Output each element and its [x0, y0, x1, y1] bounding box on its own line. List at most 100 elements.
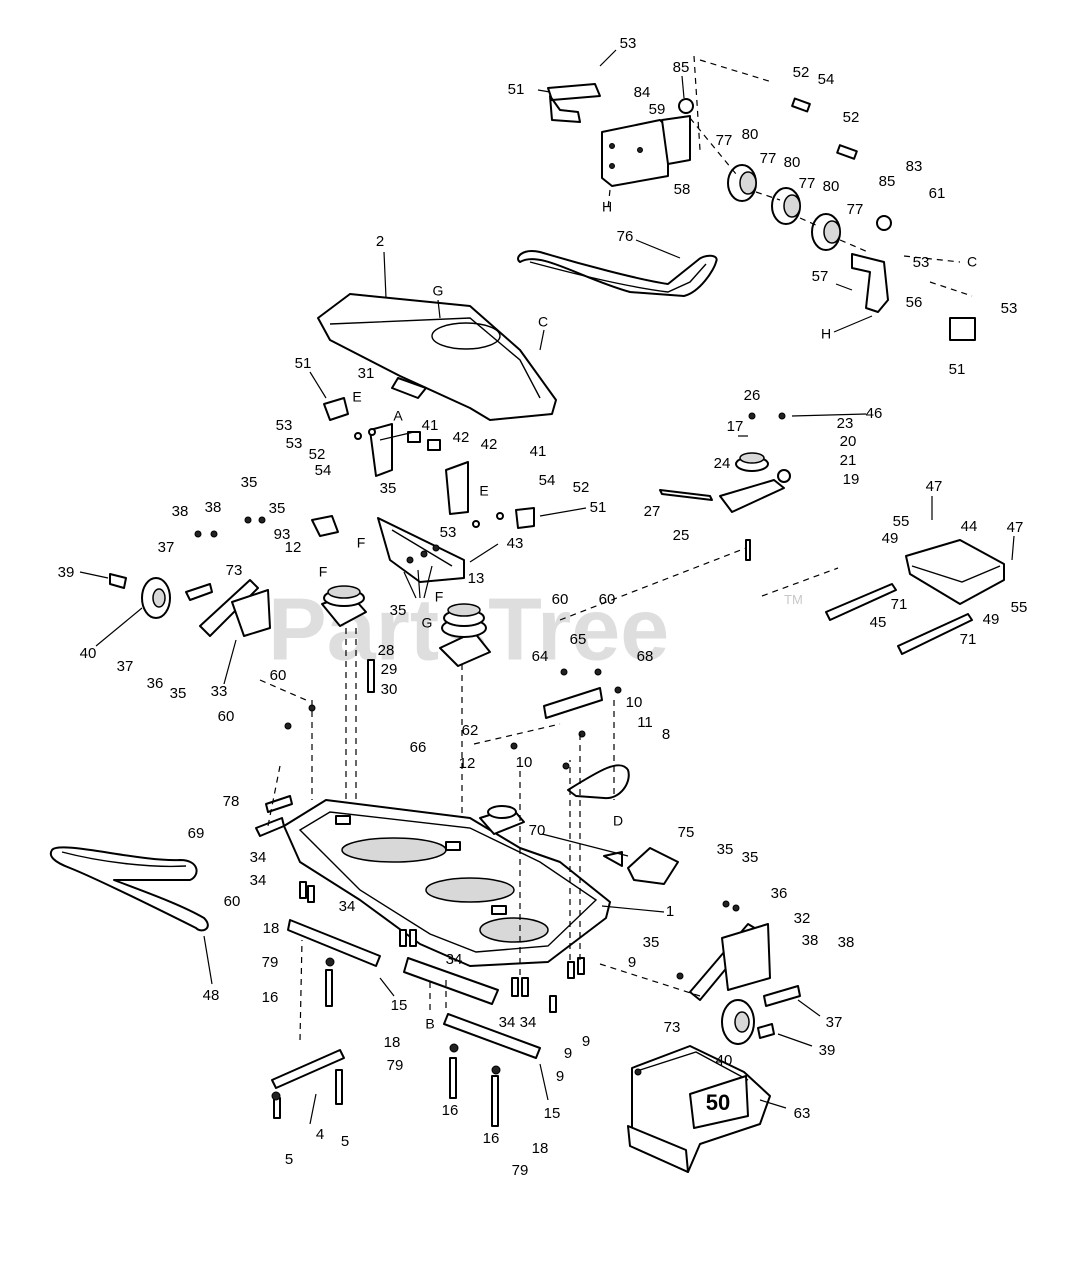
- part-label-71: 71: [891, 596, 908, 613]
- part-label-31: 31: [358, 365, 375, 382]
- part-label-40: 40: [80, 645, 97, 662]
- baffles: [541, 687, 679, 885]
- part-label-73: 73: [226, 562, 243, 579]
- alignment-lines: [259, 567, 839, 827]
- v-belt-76: [517, 239, 718, 297]
- discharge-chute-63: [627, 1045, 787, 1173]
- part-label-43: 43: [507, 535, 524, 552]
- callout-letter-F: F: [319, 564, 328, 580]
- pulley-bracket-assembly: [537, 49, 976, 341]
- left-wheel-assembly: [79, 516, 271, 685]
- part-label-16: 16: [262, 989, 279, 1006]
- part-label-34: 34: [499, 1014, 516, 1031]
- part-label-18: 18: [532, 1140, 549, 1157]
- part-label-9: 9: [564, 1045, 572, 1062]
- part-label-49: 49: [882, 530, 899, 547]
- part-label-53: 53: [620, 35, 637, 52]
- part-label-2: 2: [376, 233, 384, 250]
- part-label-52: 52: [793, 64, 810, 81]
- part-label-12: 12: [285, 539, 302, 556]
- deck-size-badge: 50: [706, 1090, 730, 1115]
- part-label-85: 85: [879, 173, 896, 190]
- part-label-11: 11: [637, 714, 653, 731]
- part-label-35: 35: [380, 480, 397, 497]
- part-label-34: 34: [250, 872, 267, 889]
- part-label-23: 23: [837, 415, 854, 432]
- part-label-75: 75: [678, 824, 695, 841]
- part-label-80: 80: [784, 154, 801, 171]
- part-label-60: 60: [552, 591, 569, 608]
- part-label-77: 77: [847, 201, 864, 218]
- part-label-70: 70: [529, 822, 546, 839]
- part-label-53: 53: [440, 524, 457, 541]
- part-label-1: 1: [666, 903, 674, 920]
- part-label-53: 53: [286, 435, 303, 452]
- part-label-64: 64: [532, 648, 549, 665]
- part-label-77: 77: [799, 175, 816, 192]
- part-label-58: 58: [674, 181, 691, 198]
- callout-letter-G: G: [433, 283, 444, 299]
- part-label-52: 52: [573, 479, 590, 496]
- part-label-35: 35: [390, 602, 407, 619]
- part-label-48: 48: [203, 987, 220, 1004]
- part-label-4: 4: [316, 1126, 324, 1143]
- spindle-pulley-13: [311, 603, 491, 840]
- part-label-78: 78: [223, 793, 240, 810]
- part-label-34: 34: [520, 1014, 537, 1031]
- part-label-8: 8: [662, 726, 670, 743]
- callout-letter-H: H: [821, 326, 831, 342]
- part-label-42: 42: [453, 429, 470, 446]
- part-label-66: 66: [410, 739, 427, 756]
- part-label-16: 16: [442, 1102, 459, 1119]
- part-label-10: 10: [516, 754, 533, 771]
- part-label-77: 77: [760, 150, 777, 167]
- cutter-blades: [271, 919, 549, 1125]
- part-label-59: 59: [649, 101, 666, 118]
- part-label-51: 51: [949, 361, 966, 378]
- part-label-9: 9: [582, 1033, 590, 1050]
- part-label-53: 53: [913, 254, 930, 271]
- part-label-71: 71: [960, 631, 977, 648]
- part-label-83: 83: [906, 158, 923, 175]
- callout-letter-F: F: [435, 589, 444, 605]
- part-label-51: 51: [295, 355, 312, 372]
- part-label-41: 41: [422, 417, 439, 434]
- part-label-35: 35: [241, 474, 258, 491]
- part-label-56: 56: [906, 294, 923, 311]
- part-label-25: 25: [673, 527, 690, 544]
- part-label-42: 42: [481, 436, 498, 453]
- part-label-76: 76: [617, 228, 634, 245]
- part-label-51: 51: [590, 499, 607, 516]
- callout-letter-B: B: [425, 1016, 434, 1032]
- part-label-53: 53: [276, 417, 293, 434]
- part-label-24: 24: [714, 455, 731, 472]
- belt-cover-2: [317, 251, 557, 421]
- part-label-5: 5: [285, 1151, 293, 1168]
- part-label-55: 55: [1011, 599, 1028, 616]
- part-label-80: 80: [823, 178, 840, 195]
- part-label-69: 69: [188, 825, 205, 842]
- part-label-60: 60: [270, 667, 287, 684]
- callout-letter-A: A: [393, 408, 403, 424]
- part-label-35: 35: [170, 685, 187, 702]
- bolts: [271, 659, 622, 1127]
- part-label-19: 19: [843, 471, 860, 488]
- part-label-80: 80: [742, 126, 759, 143]
- part-label-26: 26: [744, 387, 761, 404]
- part-label-61: 61: [929, 185, 946, 202]
- part-label-35: 35: [269, 500, 286, 517]
- part-label-63: 63: [794, 1105, 811, 1122]
- part-label-77: 77: [716, 132, 733, 149]
- part-label-57: 57: [812, 268, 829, 285]
- part-label-37: 37: [117, 658, 134, 675]
- part-label-93: 93: [274, 526, 291, 543]
- part-label-37: 37: [826, 1014, 843, 1031]
- part-label-28: 28: [378, 642, 395, 659]
- part-label-45: 45: [870, 614, 887, 631]
- part-label-39: 39: [58, 564, 75, 581]
- part-label-54: 54: [818, 71, 835, 88]
- part-label-38: 38: [172, 503, 189, 520]
- part-label-34: 34: [339, 898, 356, 915]
